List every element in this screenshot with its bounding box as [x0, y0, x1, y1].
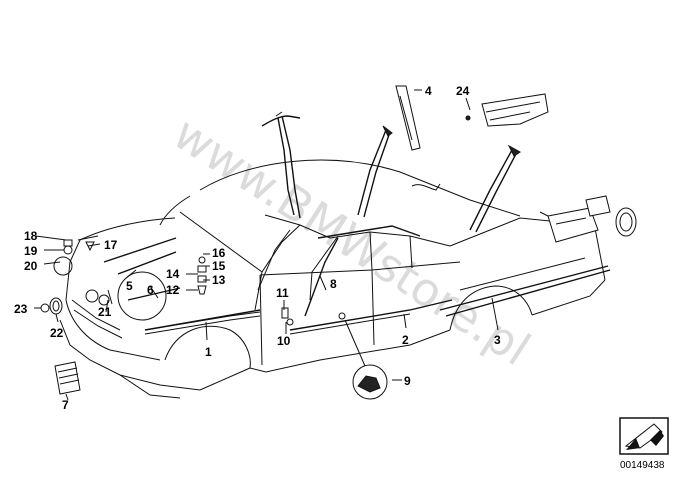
callout-11: 11	[276, 286, 289, 300]
callout-17: 17	[104, 238, 118, 252]
leader-lines	[34, 89, 499, 401]
callout-21: 21	[98, 305, 112, 319]
fender-trim	[127, 287, 181, 301]
pillar-trim	[395, 85, 421, 151]
callout-14: 14	[166, 267, 180, 281]
callout-12: 12	[166, 283, 180, 297]
rear-moulding	[439, 265, 609, 311]
side-reflector	[54, 361, 81, 395]
side-moulding-front	[144, 309, 261, 331]
callout-16: 16	[212, 246, 226, 260]
callout-2: 2	[402, 333, 409, 347]
clip-10-11	[281, 307, 294, 326]
callout-10: 10	[277, 334, 291, 348]
callout-labels: 1 2 3 4 5 6 7 8 9 10 11 12 13 14 15 16 1…	[14, 84, 501, 412]
hood-trim-lower	[117, 251, 177, 275]
callout-13: 13	[212, 273, 226, 287]
window-seal	[304, 237, 339, 317]
diagram-code: 00149438	[620, 460, 665, 471]
callout-23: 23	[14, 302, 28, 316]
callout-5: 5	[126, 279, 133, 293]
clips-12-16	[197, 256, 207, 295]
callout-15: 15	[212, 259, 226, 273]
callout-22: 22	[50, 326, 64, 340]
emblem-parts	[63, 235, 99, 255]
callout-8: 8	[330, 277, 337, 291]
door-moulding	[289, 299, 453, 331]
ring-22	[49, 297, 63, 315]
callout-20: 20	[24, 259, 38, 273]
callout-4: 4	[425, 84, 432, 98]
rear-seal-piece	[481, 93, 549, 127]
callout-9: 9	[404, 374, 411, 388]
view-direction-icon	[619, 417, 669, 455]
plug-23	[40, 303, 50, 313]
callout-6: 6	[147, 283, 154, 297]
callout-18: 18	[24, 229, 38, 243]
drip-clip	[261, 115, 301, 127]
fuel-flap-assembly	[547, 195, 637, 243]
hood-trim-upper	[103, 237, 177, 263]
callout-24: 24	[456, 84, 470, 98]
callout-1: 1	[205, 345, 212, 359]
detail-circle	[338, 312, 388, 400]
callout-3: 3	[494, 333, 501, 347]
callout-7: 7	[62, 398, 69, 412]
callout-19: 19	[24, 244, 38, 258]
